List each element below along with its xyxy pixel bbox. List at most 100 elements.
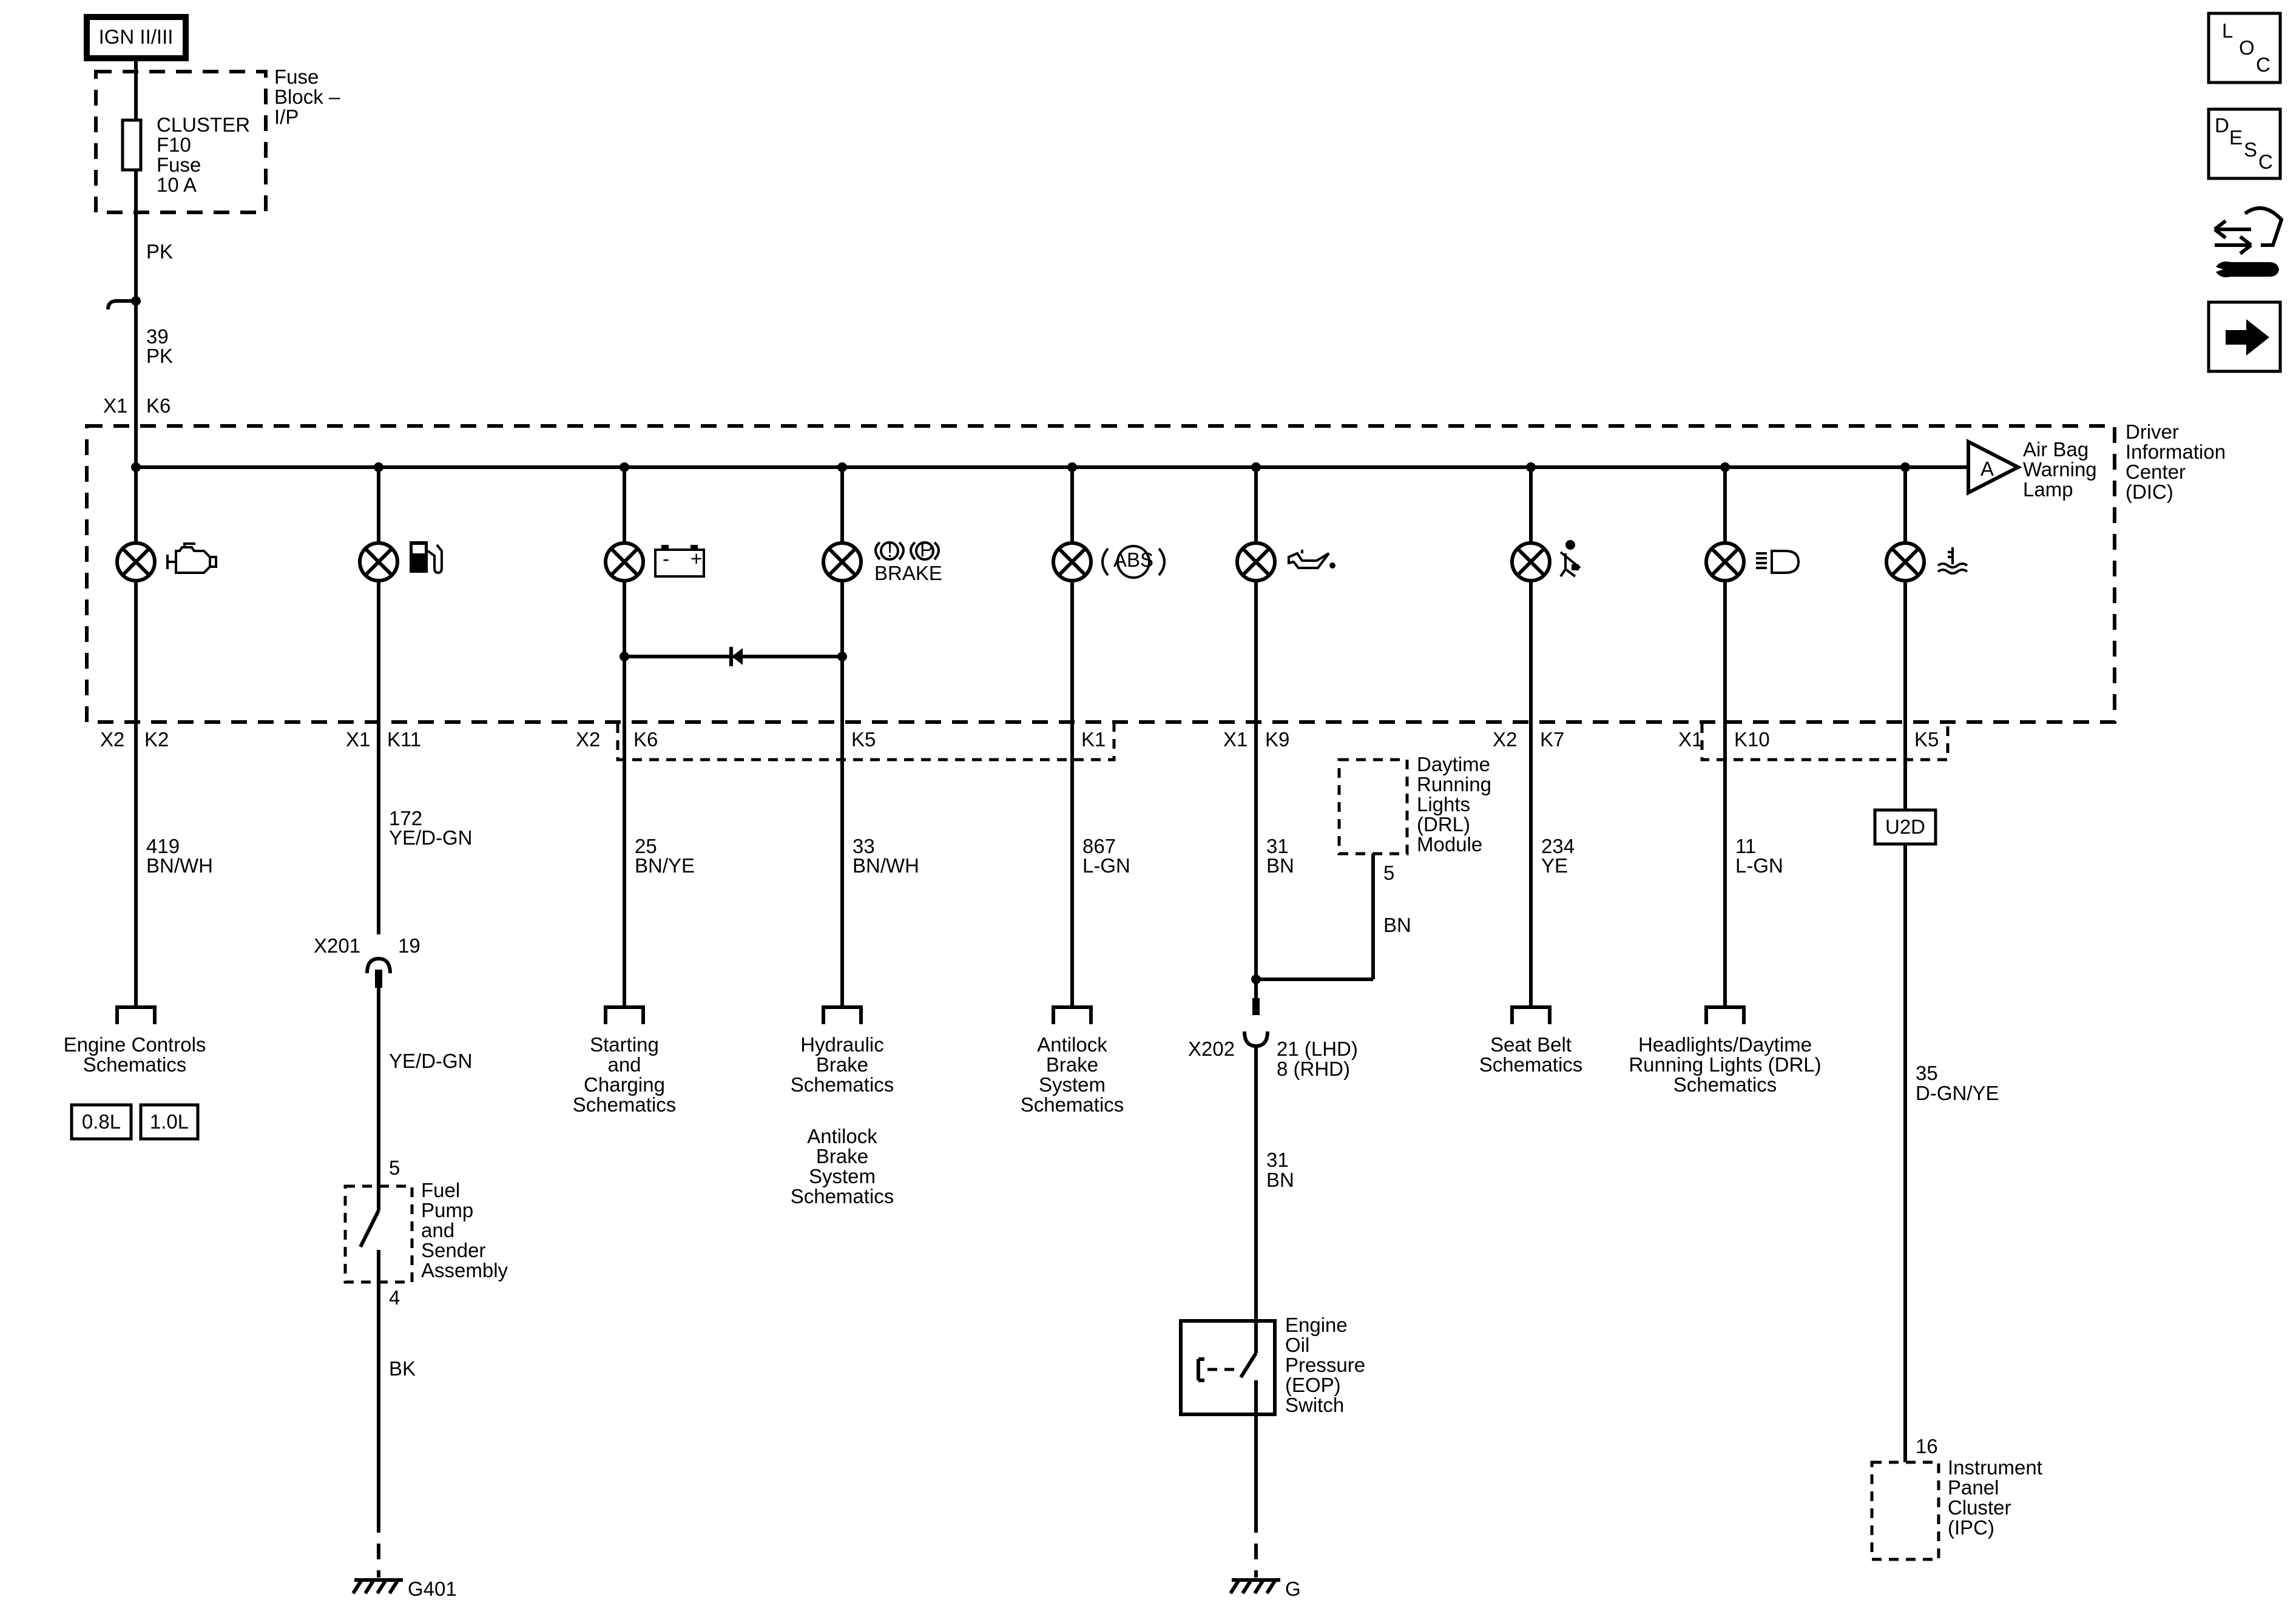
svg-text:X2: X2 (576, 728, 600, 751)
svg-text:Schematics: Schematics (1673, 1073, 1777, 1096)
ground-g (1229, 1578, 1280, 1595)
connector-group-x2 (616, 723, 1116, 761)
lamp-seatbelt (1510, 541, 1551, 582)
loc-button[interactable]: L O C (2207, 12, 2282, 84)
connector-wrench-icon[interactable] (2213, 206, 2284, 277)
dic-label-4: (DIC) (2125, 481, 2173, 503)
airbag-label-2: Warning (2023, 458, 2097, 481)
svg-text:Engine Controls: Engine Controls (64, 1033, 206, 1056)
svg-text:Panel: Panel (1948, 1476, 1999, 1499)
airbag-warning-lamp: A Air Bag Warning Lamp (1967, 438, 2097, 501)
fuse-type: Fuse (157, 154, 201, 176)
coolant-temp-icon (1937, 547, 1968, 575)
svg-text:K9: K9 (1265, 728, 1289, 751)
svg-text:419: 419 (146, 835, 180, 857)
svg-text:X201: X201 (314, 934, 360, 957)
fuse-block-label-2: Block – (274, 86, 340, 108)
svg-text:D-GN/YE: D-GN/YE (1916, 1082, 1999, 1104)
svg-text:Schematics: Schematics (791, 1073, 894, 1096)
svg-text:X202: X202 (1188, 1038, 1235, 1060)
oil-can-icon (1288, 550, 1335, 569)
engine-controls-link[interactable]: Engine Controls Schematics (64, 1033, 206, 1076)
desc-button[interactable]: D E S C (2207, 107, 2282, 180)
headlights-drl-link[interactable]: Headlights/Daytime Running Lights (DRL) … (1629, 1033, 1821, 1096)
fuse-block-label-3: I/P (274, 106, 299, 128)
dic-label-3: Center (2125, 461, 2186, 483)
svg-text:Brake: Brake (1046, 1053, 1098, 1076)
svg-text:Schematics: Schematics (573, 1093, 677, 1116)
svg-text:Cluster: Cluster (1948, 1496, 2011, 1519)
svg-text:X1: X1 (1223, 728, 1248, 751)
seat-belt-icon (1559, 540, 1581, 578)
brake-park: P (920, 538, 933, 561)
lamp-oil (1235, 541, 1277, 582)
svg-text:Pressure: Pressure (1285, 1354, 1365, 1376)
svg-text:25: 25 (635, 835, 657, 857)
svg-text:Schematics: Schematics (791, 1185, 894, 1207)
svg-text:Headlights/Daytime: Headlights/Daytime (1638, 1033, 1812, 1056)
brake-label: BRAKE (874, 562, 942, 584)
svg-text:5: 5 (389, 1156, 400, 1179)
engine-option-10l[interactable]: 1.0L (139, 1103, 200, 1141)
eop-switch (1179, 1319, 1277, 1416)
svg-text:D: D (2215, 114, 2229, 137)
svg-text:X1: X1 (1678, 728, 1703, 751)
svg-text:YE/D-GN: YE/D-GN (389, 1050, 473, 1072)
antilock-brake-link[interactable]: Antilock Brake System Schematics (1021, 1033, 1124, 1116)
svg-text:Brake: Brake (816, 1053, 868, 1076)
fuse-block: CLUSTER F10 Fuse 10 A Fuse Block – I/P (94, 66, 340, 214)
svg-text:BN: BN (1266, 854, 1294, 877)
svg-text:X2: X2 (100, 728, 124, 751)
svg-text:K10: K10 (1734, 728, 1770, 751)
svg-text:BK: BK (389, 1357, 416, 1380)
svg-text:Starting: Starting (590, 1033, 659, 1056)
lamp-coolant (1885, 541, 1926, 582)
engine-option-08l[interactable]: 0.8L (70, 1103, 133, 1141)
dic-label-1: Driver (2125, 420, 2179, 443)
fuse-number: F10 (157, 133, 191, 156)
starting-charging-link[interactable]: Starting and Charging Schematics (573, 1033, 677, 1116)
svg-text:Schematics: Schematics (1021, 1093, 1124, 1116)
svg-text:Hydraulic: Hydraulic (800, 1033, 884, 1056)
svg-text:Switch: Switch (1285, 1394, 1344, 1416)
svg-text:Lights: Lights (1417, 793, 1470, 815)
ignition-source: IGN II/III (84, 14, 189, 61)
svg-text:Sender: Sender (421, 1239, 485, 1261)
svg-text:BN/WH: BN/WH (146, 854, 213, 877)
svg-text:O: O (2239, 36, 2255, 59)
lamp-fuel (358, 541, 399, 582)
svg-text:0.8L: 0.8L (82, 1110, 121, 1133)
svg-text:867: 867 (1082, 835, 1116, 857)
svg-text:System: System (809, 1165, 876, 1187)
antilock-brake-link-2[interactable]: Antilock Brake System Schematics (791, 1125, 894, 1207)
seat-belt-link[interactable]: Seat Belt Schematics (1479, 1033, 1583, 1076)
svg-text:and: and (421, 1219, 454, 1241)
svg-text:L-GN: L-GN (1082, 854, 1130, 877)
pin-labels: X2 K2 X1 K11 X2 K6 K5 K1 X1 K9 X2 K7 X1 … (100, 728, 1939, 751)
svg-text:K5: K5 (851, 728, 876, 751)
svg-text:4: 4 (389, 1286, 400, 1309)
oil-circuit: Daytime Running Lights (DRL) Module 5 BN… (1179, 753, 1491, 1600)
svg-text:5: 5 (1383, 862, 1394, 884)
abs-label: ABS (1113, 549, 1153, 571)
svg-text:(EOP): (EOP) (1285, 1374, 1341, 1396)
battery-plus: + (690, 547, 702, 570)
dic-label-2: Information (2125, 441, 2226, 463)
hydraulic-brake-link[interactable]: Hydraulic Brake Schematics (791, 1033, 894, 1096)
abs-icon: ABS (1101, 545, 1166, 579)
next-page-button[interactable] (2207, 300, 2282, 373)
feed-wire-color: PK (146, 240, 173, 263)
lamp-brake (822, 541, 863, 582)
svg-text:YE: YE (1541, 854, 1568, 877)
svg-text:G401: G401 (408, 1578, 457, 1600)
feed-circuit-color: PK (146, 345, 173, 367)
svg-text:234: 234 (1541, 835, 1575, 857)
svg-text:Oil: Oil (1285, 1334, 1309, 1356)
svg-text:11: 11 (1735, 835, 1756, 857)
ipc-circuit: U2D 35 D-GN/YE 16 Instrument Panel Clust… (1870, 808, 2042, 1561)
svg-text:K1: K1 (1081, 728, 1106, 751)
fuel-pump-icon (410, 541, 443, 575)
circuit-labels: 419 BN/WH 172 YE/D-GN 25 BN/YE 33 BN/WH … (146, 807, 1783, 877)
svg-text:Charging: Charging (584, 1073, 665, 1096)
